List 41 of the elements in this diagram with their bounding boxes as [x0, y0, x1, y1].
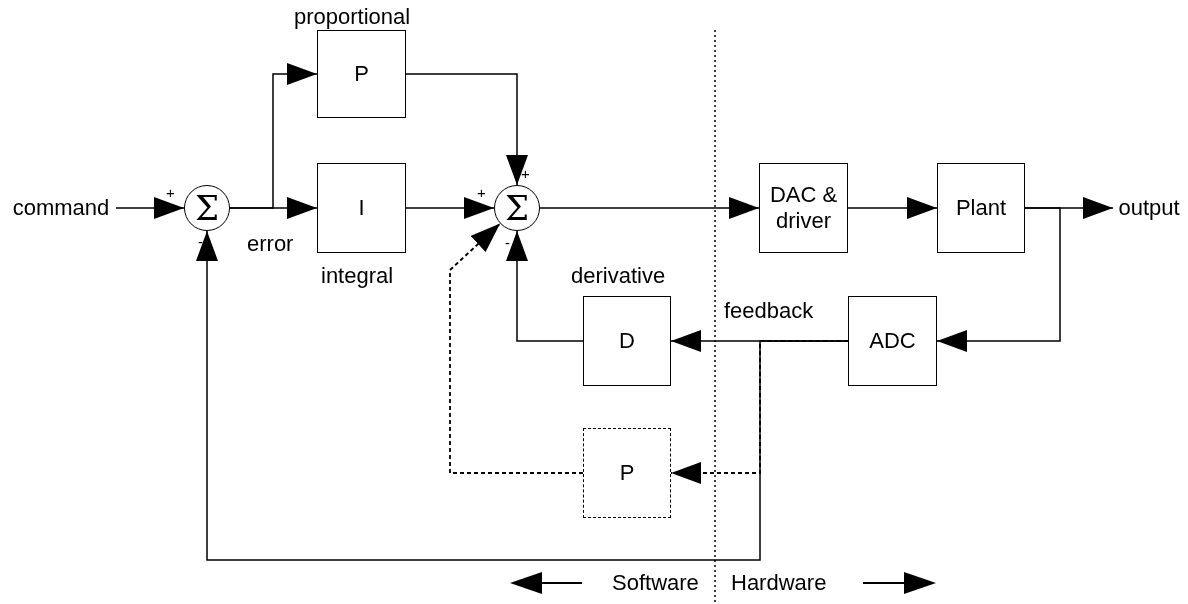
sign-label: - [198, 234, 203, 249]
block-box [759, 163, 848, 253]
arrow [405, 197, 495, 219]
block-box [848, 296, 937, 386]
block-label: DAC & driver [768, 181, 839, 235]
sign-label: + [477, 185, 486, 200]
block-label: I [358, 194, 365, 222]
arrow [847, 197, 938, 219]
block-box [317, 163, 406, 253]
block-box [317, 30, 406, 118]
arrow [506, 230, 584, 342]
arrow [539, 197, 760, 219]
sign-label: - [505, 235, 510, 250]
signal-label: command [6, 193, 116, 223]
block-box [583, 428, 671, 518]
block-caption: proportional [294, 4, 411, 30]
signal-label: feedback [724, 298, 814, 324]
arrow [115, 197, 185, 219]
arrow [405, 73, 528, 186]
summing-junction [494, 185, 540, 231]
arrow [229, 197, 318, 219]
domain-label: Software [612, 570, 699, 596]
arrow [449, 222, 584, 474]
domain-label: Hardware [731, 570, 827, 596]
block-caption: derivative [571, 263, 666, 289]
block-label: P [619, 459, 635, 487]
block-caption: integral [321, 263, 394, 289]
sigma-symbol: Σ [194, 187, 219, 229]
signal-label: output [1113, 193, 1185, 223]
sign-label: + [166, 185, 175, 200]
sigma-symbol: Σ [504, 187, 529, 229]
block-box [937, 163, 1025, 253]
sign-label: + [521, 166, 530, 181]
block-label: D [619, 327, 635, 355]
signal-label: error [247, 231, 294, 257]
block-label: Plant [955, 194, 1007, 222]
arrow [936, 207, 1061, 352]
block-label: P [354, 60, 369, 88]
block-label: ADC [869, 327, 916, 355]
summing-junction [184, 185, 230, 231]
block-box [583, 296, 671, 386]
